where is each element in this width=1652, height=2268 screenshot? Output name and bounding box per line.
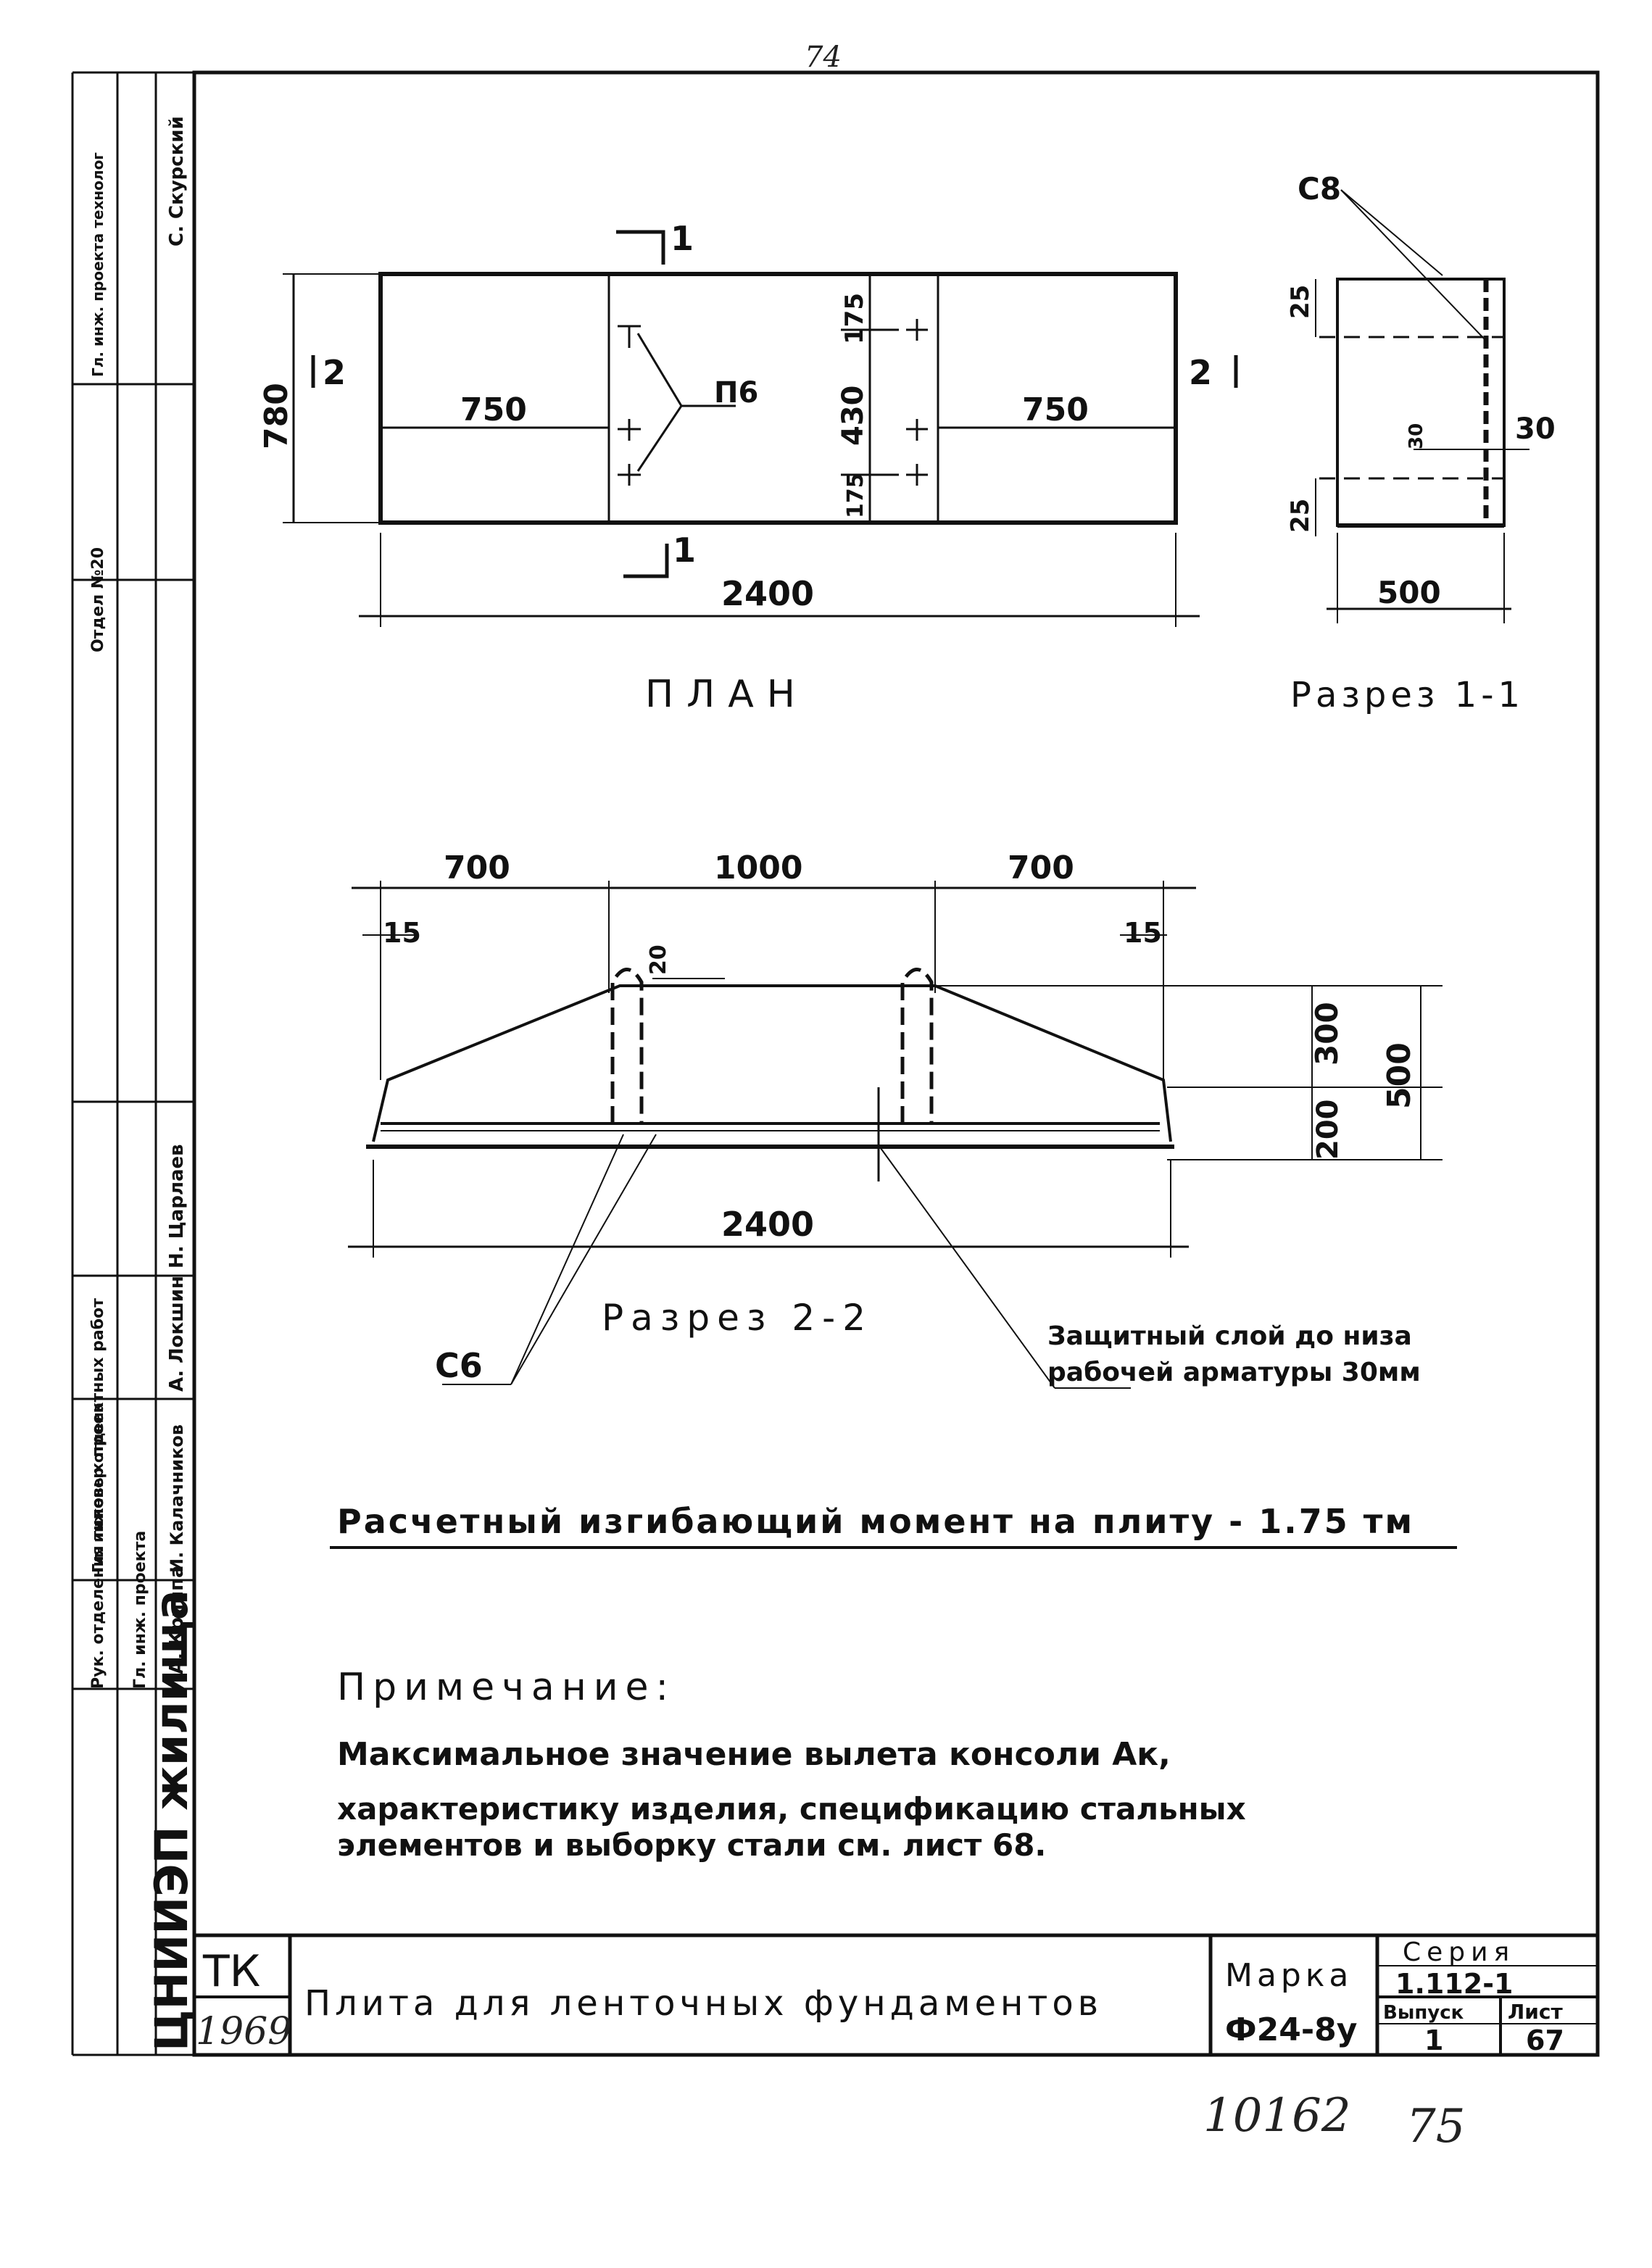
title-block-marka-label: Марка [1225, 1957, 1353, 1994]
title-block-series-value: 1.112-1 [1395, 1968, 1513, 2000]
plan-rebar-label: П6 [714, 376, 758, 410]
section-1-1-caption: Разрез 1-1 [1290, 675, 1524, 715]
section-1-1-dim-bottom: 25 [1286, 499, 1315, 533]
title-block-issue-label: Выпуск [1383, 2002, 1464, 2024]
notes-line-1: Максимальное значение вылета консоли Ак, [337, 1736, 1171, 1773]
title-block-marka-value: Ф24-8у [1225, 2011, 1357, 2048]
section-2-2-note-line1: Защитный слой до низа [1047, 1321, 1412, 1351]
title-block-code: ТК [202, 1946, 260, 1997]
section-2-2-note-line2: рабочей арматуры 30мм [1047, 1358, 1421, 1387]
plan-section-mark-2-left: 2 [323, 353, 346, 392]
section-2-2-caption: Разрез 2-2 [602, 1297, 873, 1339]
title-block-series-label: Серия [1403, 1937, 1515, 1967]
sheet-frame [71, 70, 1600, 2057]
section-2-2-dim-h-bottom: 200 [1311, 1100, 1345, 1160]
section-1-1: С8 25 25 30 30 500 Разрез 1-1 [1286, 171, 1556, 715]
section-2-2-dim-h-total: 500 [1381, 1042, 1418, 1109]
plan-dim-mid: 430 [837, 386, 870, 446]
plan-dim-left: 750 [460, 391, 527, 428]
stamp-role-5: Отдел №20 [89, 547, 107, 652]
side-stamp: Рук. отделения типовых проектных работ Г… [72, 116, 198, 2051]
plan-caption: ПЛАН [645, 673, 808, 716]
title-block-issue-value: 1 [1424, 2024, 1443, 2056]
title-block-title: Плита для ленточных фундаментов [304, 1983, 1103, 2024]
section-2-2-loop-right [900, 968, 934, 1123]
moment-text: Расчетный изгибающий момент на плиту - 1… [337, 1502, 1414, 1541]
section-2-2-dim-edge-right: 15 [1124, 917, 1162, 949]
plan-view: 1 1 2 2 750 750 2400 780 175 430 175 П6 … [258, 219, 1238, 716]
section-1-1-dim-top: 25 [1286, 285, 1315, 319]
stamp-org: ЦНИИЭП жилища [145, 1590, 198, 2051]
section-2-2-dim-right: 700 [1008, 850, 1074, 886]
section-2-2-dim-edge-left: 15 [383, 917, 421, 949]
stamp-role-1: Рук. отделения типовых проектных работ [89, 1298, 107, 1689]
notes-line-3: элементов и выборку стали см. лист 68. [337, 1827, 1046, 1863]
section-2-2-dim-loop: 20 [646, 944, 671, 975]
stamp-role-2: Гл. инженер отдела [89, 1403, 107, 1573]
plan-dim-total: 2400 [721, 574, 814, 613]
handwritten-page: 75 [1406, 2100, 1465, 2153]
notes: Примечание: Максимальное значение вылета… [337, 1666, 1246, 1863]
stamp-name-1: А. Криппа [166, 1565, 188, 1674]
notes-title: Примечание: [337, 1666, 676, 1709]
stamp-name-3: Н. Царлаев [166, 1144, 188, 1268]
plan-dim-top: 175 [840, 293, 869, 344]
plan-section-mark-1-top: 1 [671, 219, 694, 258]
section-2-2: 700 1000 700 15 15 20 300 200 500 2400 С… [348, 850, 1443, 1389]
stamp-name-2: А. Локшин [166, 1276, 188, 1392]
section-1-1-dim-small: 30 [1406, 423, 1427, 449]
stamp-name-4: И. Калачников [167, 1424, 187, 1573]
title-block: ТК 1969 Плита для ленточных фундаментов … [194, 1933, 1598, 2056]
section-2-2-outline [372, 984, 1172, 1142]
title-block-year: 1969 [196, 2010, 291, 2053]
title-block-sheet-value: 67 [1526, 2024, 1564, 2056]
plan-dim-right: 750 [1022, 391, 1089, 428]
section-1-1-label-top: С8 [1298, 171, 1341, 207]
plan-section-mark-2-right: 2 [1189, 353, 1212, 392]
section-1-1-dim-width: 500 [1377, 575, 1441, 610]
plan-dim-height: 780 [258, 383, 295, 449]
section-2-2-mesh-label: С6 [435, 1346, 483, 1385]
plan-dim-bottom: 175 [843, 473, 868, 518]
handwritten-number: 10162 [1203, 2089, 1351, 2143]
stamp-role-4: Гл. инж. проекта технолог [89, 152, 107, 377]
plan-outline [378, 272, 1178, 525]
plan-section-mark-1-bottom: 1 [673, 531, 696, 570]
section-2-2-dim-total: 2400 [721, 1205, 814, 1244]
stamp-role-3: Гл. инж. проекта [131, 1531, 149, 1689]
page-number-top: 74 [805, 41, 842, 74]
stamp-name-5: С. Скурский [166, 116, 188, 246]
title-block-sheet-label: Лист [1508, 2000, 1563, 2024]
notes-line-2: характеристику изделия, спецификацию ста… [337, 1791, 1246, 1827]
section-1-1-dim-cover: 30 [1515, 412, 1556, 446]
section-2-2-loop-left [610, 968, 644, 1123]
section-2-2-dim-mid: 1000 [714, 850, 802, 886]
section-2-2-dim-h-top: 300 [1309, 1002, 1345, 1066]
section-2-2-dim-left: 700 [444, 850, 510, 886]
